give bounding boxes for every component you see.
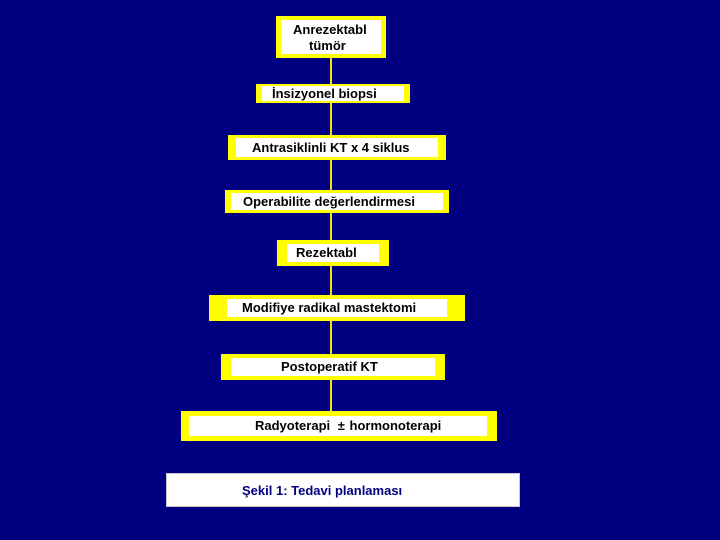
step-label: Postoperatif KT [231,358,435,376]
step-modifiye-radikal-mastektomi: Modifiye radikal mastektomi [209,295,465,321]
step-label-text: Postoperatif KT [281,359,378,374]
connector-line [330,321,332,354]
step-label-hormonoterapi: hormonoterapi [349,418,442,433]
step-operabilite: Operabilite değerlendirmesi [225,190,449,213]
connector-line [330,266,332,295]
connector-line [330,103,332,135]
figure-caption-text: Şekil 1: Tedavi planlaması [242,483,403,498]
step-label: Antrasiklinli KT x 4 siklus [236,138,438,157]
step-label: Modifiye radikal mastektomi [227,299,447,317]
step-label: Rezektabl [287,244,379,262]
step-label-text: Operabilite değerlendirmesi [243,194,415,209]
connector-line [330,58,332,84]
step-anrezektabl-tumor: Anrezektabl tümör [276,16,386,58]
step-postoperatif-kt: Postoperatif KT [221,354,445,380]
step-label: Radyoterapi ± hormonoterapi [189,416,487,436]
connector-line [330,160,332,190]
connector-line [330,380,332,411]
step-label-line1: Anrezektabl [293,22,367,37]
step-label-text: İnsizyonel biopsi [272,86,377,101]
step-rezektabl: Rezektabl [277,240,389,266]
step-label-text: Modifiye radikal mastektomi [242,300,417,315]
step-label: Anrezektabl tümör [281,20,381,54]
step-insizyonel-biopsi: İnsizyonel biopsi [256,84,410,103]
step-antrasiklinli-kt: Antrasiklinli KT x 4 siklus [228,135,446,160]
step-label: İnsizyonel biopsi [262,86,404,101]
plus-minus-sign: ± [337,418,345,433]
step-radyoterapi-hormonoterapi: Radyoterapi ± hormonoterapi [181,411,497,441]
step-label-line2: tümör [309,38,346,53]
step-label-radyoterapi: Radyoterapi [255,418,331,433]
step-label-text: Antrasiklinli KT x 4 siklus [252,140,410,155]
connector-line [330,213,332,240]
step-label-text: Rezektabl [296,245,357,260]
figure-caption: Şekil 1: Tedavi planlaması [166,473,520,507]
step-label: Operabilite değerlendirmesi [231,193,443,210]
